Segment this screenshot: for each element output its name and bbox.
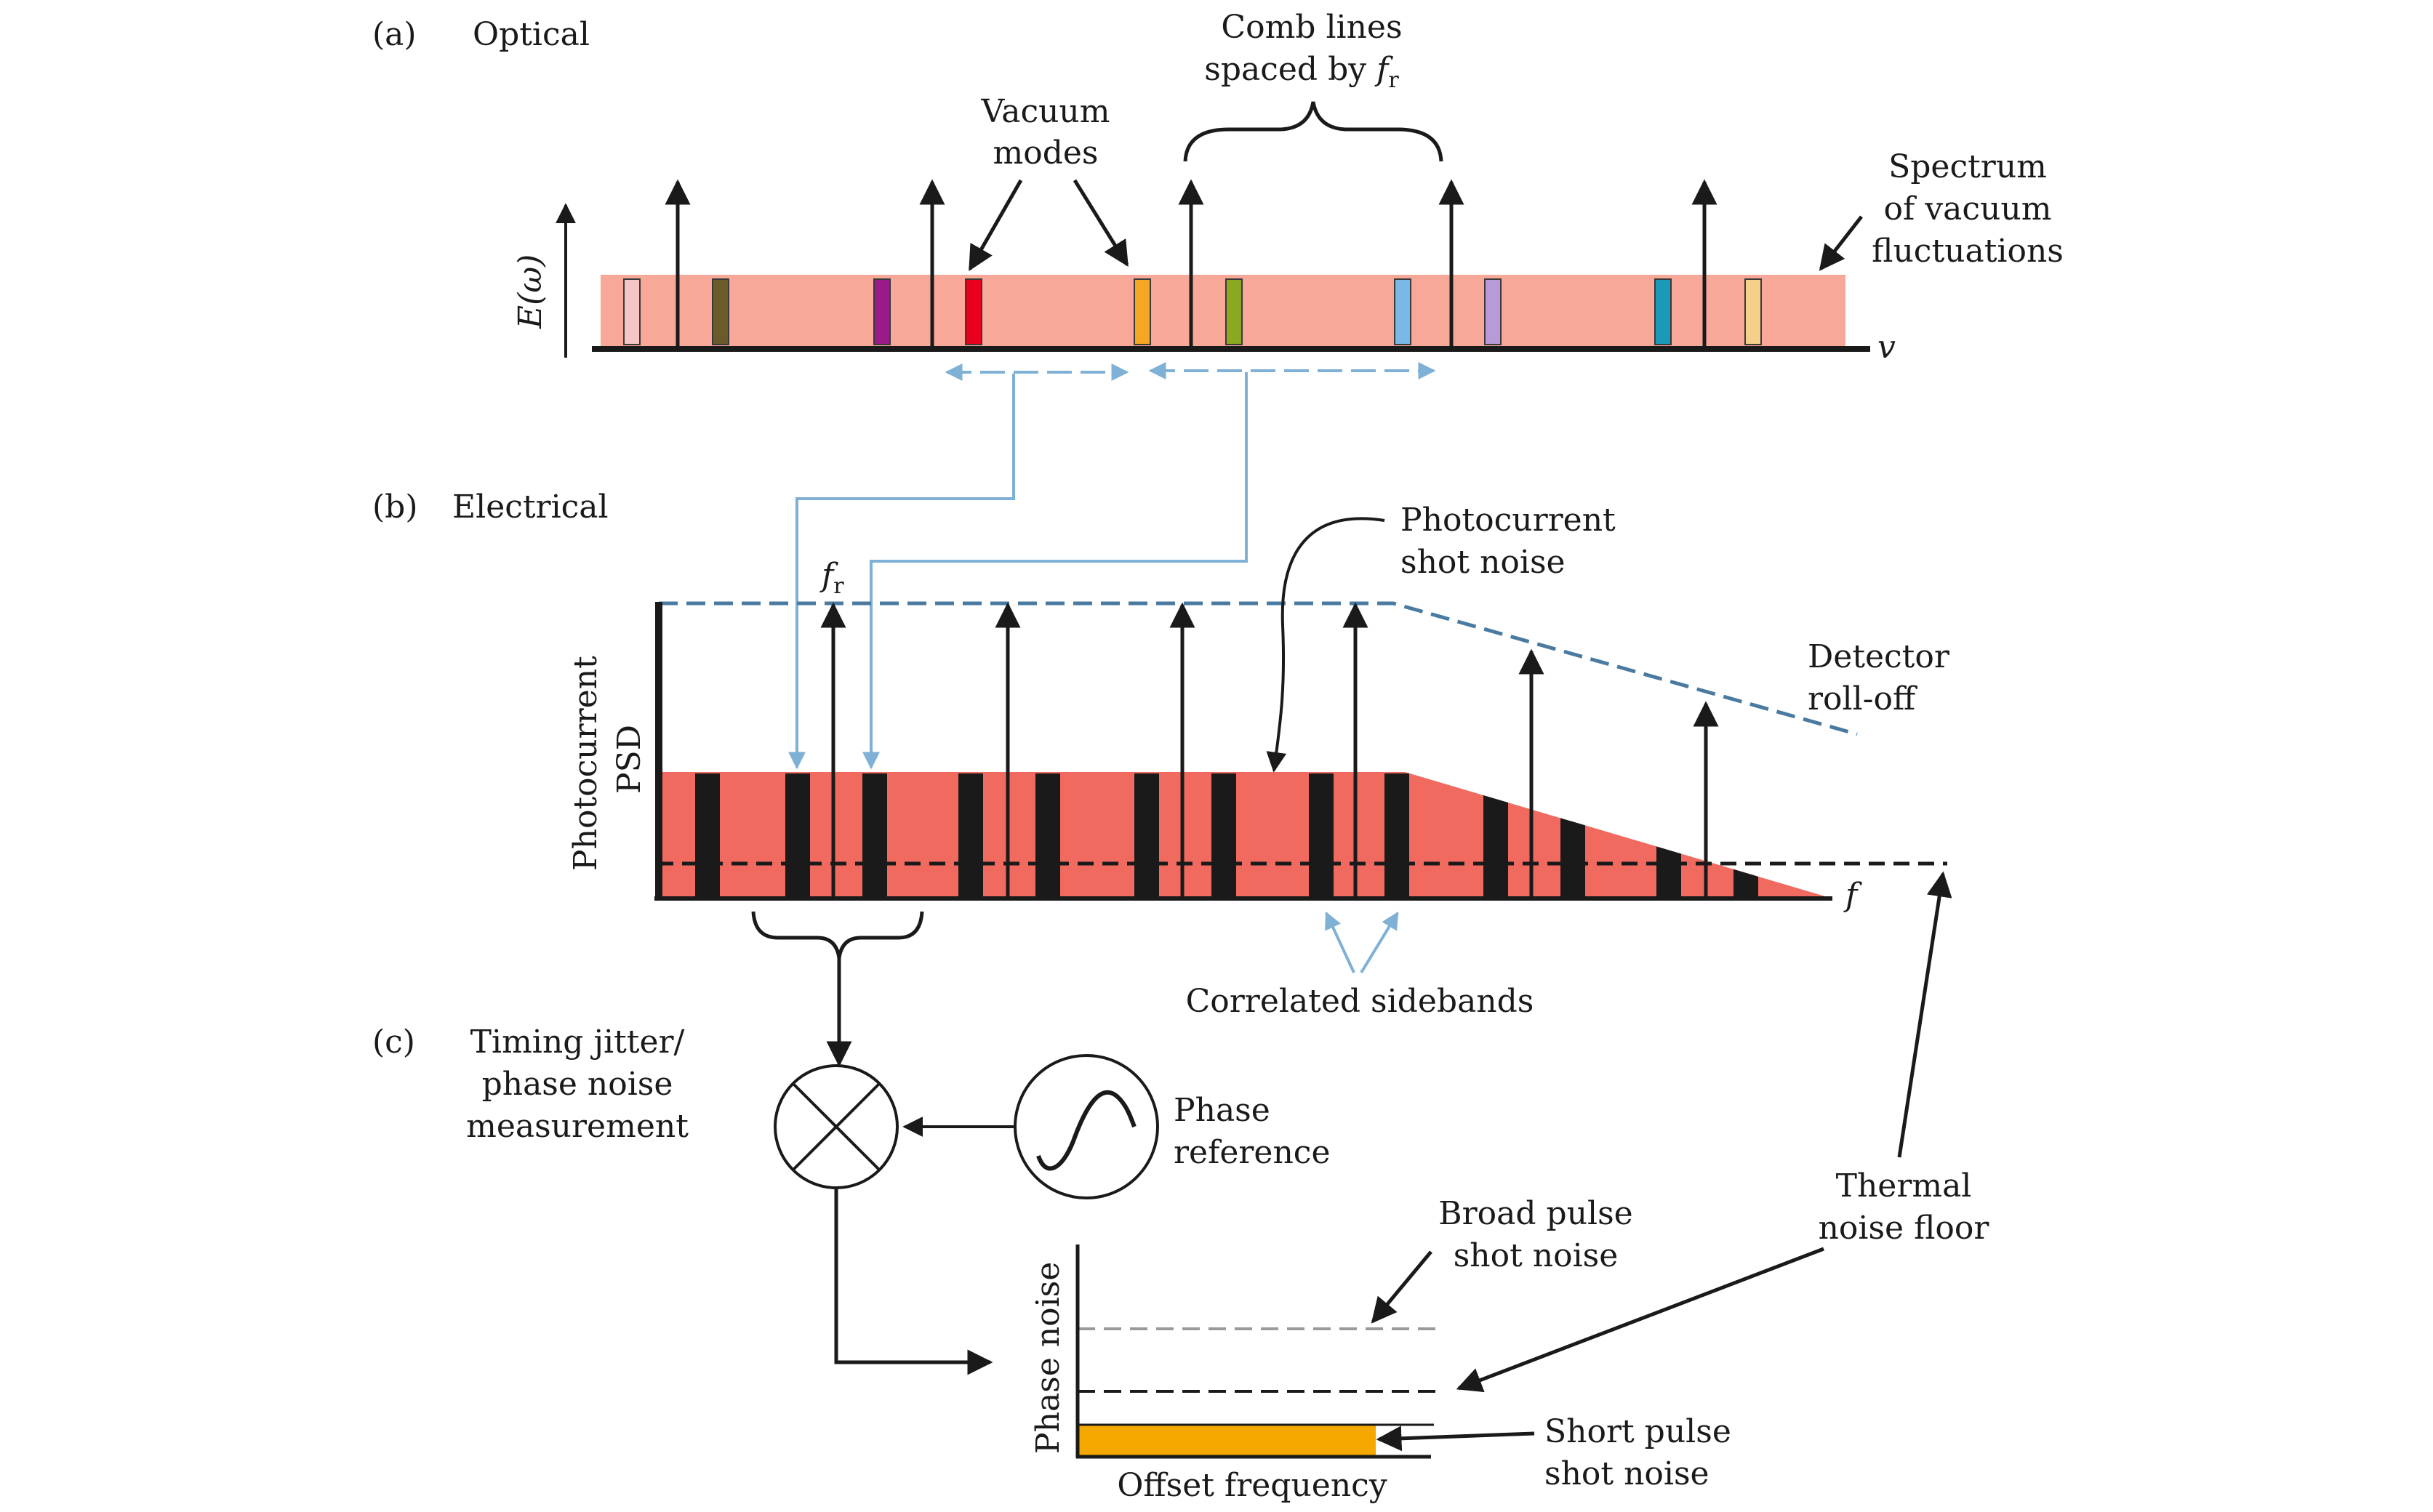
mixer-icon	[774, 1064, 899, 1189]
electrical-x-axis-label: f	[1843, 877, 1862, 914]
vacuum-mode-bar	[1394, 278, 1411, 345]
panel-b-label: (b)	[372, 488, 418, 526]
panel-a: (a) Optical v E(ω) Vacuum modes Comb lin…	[372, 9, 2064, 770]
sideband-bar	[1560, 818, 1585, 898]
correlated-sidebands-label: Correlated sidebands	[1186, 983, 1534, 1020]
spectrum-label-3: fluctuations	[1872, 233, 2064, 270]
short-pulse-label-2: shot noise	[1544, 1455, 1709, 1492]
vacuum-mode-bar	[1134, 278, 1151, 345]
vacuum-modes-label-2: modes	[993, 134, 1099, 172]
panel-a-label: (a)	[372, 16, 417, 53]
sideband-bar	[1384, 773, 1409, 898]
comb-lines-label-2: spaced by fr	[1204, 51, 1399, 93]
vacuum-mode-bar	[1744, 278, 1762, 345]
correlated-sideband-bars	[695, 773, 1758, 898]
phase-reference-label-2: reference	[1174, 1134, 1331, 1171]
rolloff-label-2: roll-off	[1808, 680, 1917, 717]
sideband-bar	[1733, 869, 1758, 898]
beat-connector-right	[862, 372, 1248, 770]
panel-b: (b) Electrical f Photocurrent PSD fr Pho…	[372, 488, 1950, 1067]
sideband-arrow-left	[1325, 911, 1355, 973]
sideband-bar	[862, 773, 887, 898]
thermal-noise-label-1: Thermal	[1836, 1167, 1972, 1205]
panel-a-title: Optical	[473, 16, 590, 53]
sideband-arrow-right	[1360, 911, 1399, 974]
sideband-bar	[1309, 773, 1334, 898]
vacuum-modes-arrow-left	[968, 179, 1023, 272]
electrical-y-axis-label-2: PSD	[611, 725, 648, 794]
thermal-arrow-down	[1456, 1247, 1824, 1393]
mixer-to-plot-arrow	[834, 1189, 993, 1375]
broad-pulse-arrow	[1371, 1250, 1432, 1324]
sideband-brace	[751, 911, 924, 959]
electrical-y-axis-label-1: Photocurrent	[567, 656, 604, 871]
spectrum-label-2: of vacuum	[1884, 190, 2052, 228]
sideband-bar	[958, 773, 983, 898]
vacuum-mode-bar	[712, 278, 729, 345]
harmonic-arrows	[820, 602, 1719, 898]
vacuum-modes-label-1: Vacuum	[980, 93, 1110, 130]
fr-label: fr	[819, 557, 844, 599]
vacuum-mode-bar	[873, 278, 891, 345]
spectrum-arrow	[1819, 215, 1863, 271]
phase-noise-y-label: Phase noise	[1030, 1262, 1067, 1454]
sideband-bar	[695, 773, 720, 898]
sideband-bar	[1134, 773, 1159, 898]
sideband-bar	[1035, 773, 1060, 898]
thermal-arrow-up	[1897, 871, 1952, 1158]
broad-pulse-label-1: Broad pulse	[1438, 1195, 1632, 1232]
detector-rolloff-line	[659, 601, 1858, 736]
shot-noise-label-2: shot noise	[1400, 544, 1566, 581]
short-pulse-arrow	[1376, 1425, 1535, 1452]
vacuum-mode-bar	[965, 278, 982, 345]
vacuum-mode-bar	[1654, 278, 1672, 345]
thermal-noise-label-2: noise floor	[1819, 1210, 1990, 1247]
spectrum-label-1: Spectrum	[1888, 148, 2047, 185]
vacuum-spectrum-band	[601, 275, 1845, 347]
short-pulse-shot-noise-bar	[1078, 1425, 1376, 1457]
vacuum-modes-arrow-right	[1073, 179, 1129, 267]
comb-lines-brace	[1183, 101, 1443, 162]
beat-connector-left	[788, 374, 1015, 770]
vacuum-mode-bar	[1484, 278, 1502, 345]
sideband-bar	[785, 773, 810, 898]
sideband-bar	[1483, 795, 1508, 898]
vacuum-mode-bar	[623, 278, 641, 345]
phase-noise-x-label: Offset frequency	[1117, 1467, 1387, 1504]
shot-noise-label-1: Photocurrent	[1400, 502, 1616, 539]
panel-c-title-1: Timing jitter/	[470, 1024, 685, 1061]
panel-c-label: (c)	[372, 1024, 415, 1061]
photocurrent-psd-region	[657, 772, 1832, 898]
short-pulse-label-1: Short pulse	[1544, 1413, 1731, 1450]
optical-y-axis-label: E(ω)	[512, 254, 549, 329]
broad-pulse-label-2: shot noise	[1454, 1237, 1619, 1274]
comb-lines-label-1: Comb lines	[1221, 9, 1402, 46]
comb-lines	[665, 179, 1717, 347]
vacuum-modes	[623, 278, 1762, 345]
panel-c-title-2: phase noise	[482, 1066, 673, 1103]
vacuum-mode-bar	[1225, 278, 1243, 345]
optical-x-axis-label: v	[1877, 329, 1896, 366]
sideband-bar	[1211, 773, 1236, 898]
panel-c: (c) Timing jitter/ phase noise measureme…	[372, 871, 1990, 1504]
phase-reference-label-1: Phase	[1174, 1092, 1270, 1129]
shot-noise-arrow	[1266, 517, 1385, 773]
rolloff-label-1: Detector	[1808, 638, 1950, 675]
phase-reference-oscillator-icon	[1014, 1054, 1159, 1199]
sideband-bar	[1656, 846, 1681, 898]
panel-b-title: Electrical	[452, 488, 609, 526]
panel-c-title-3: measurement	[466, 1108, 689, 1145]
